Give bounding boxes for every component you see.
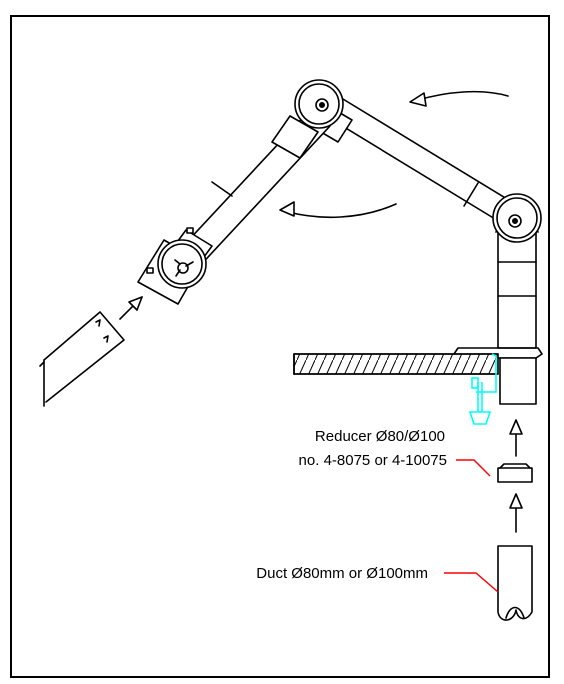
duct-leader <box>444 572 499 593</box>
right-joint <box>492 193 542 243</box>
insert-duct-arrow <box>509 493 523 533</box>
reducer-label-line2: no. 4-8075 or 4-10075 <box>299 452 447 469</box>
hood-joint <box>137 227 207 305</box>
rotation-arrow-upper <box>409 90 509 107</box>
lower-arm-tube <box>163 111 331 277</box>
top-joint <box>294 79 344 129</box>
insert-hood-arrow <box>119 296 143 320</box>
reducer-label-line1: Reducer Ø80/Ø100 <box>315 428 445 445</box>
duct-label: Duct Ø80mm or Ø100mm <box>256 565 428 582</box>
extraction-hood <box>39 311 125 407</box>
duct <box>497 545 533 621</box>
reducer <box>497 463 533 483</box>
reducer-leader <box>456 459 491 477</box>
leader-lines <box>444 459 499 593</box>
table-clamp <box>468 353 497 425</box>
column-outlet <box>499 357 537 405</box>
rotation-arrow-lower <box>279 201 397 218</box>
insert-reducer-arrow <box>509 419 523 457</box>
